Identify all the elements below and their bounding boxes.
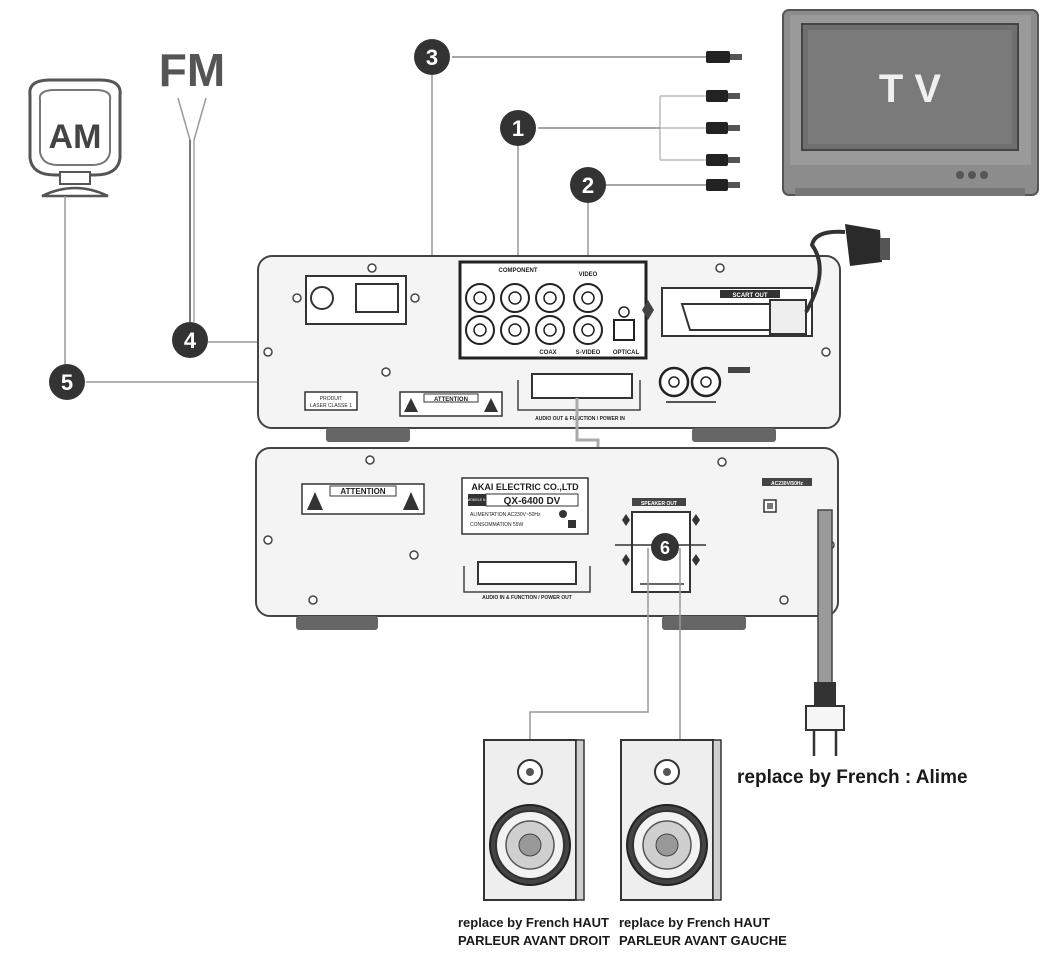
callout-6-number: 6 xyxy=(660,538,670,558)
audio-in-function-port: AUDIO IN & FUNCTION / POWER OUT xyxy=(463,561,591,601)
ac-label: AC230V/50Hz xyxy=(771,481,803,487)
dvd-unit-rear-panel: COMPONENT VIDEO COAX S-VIDEO OPTICAL xyxy=(257,224,890,442)
speaker-left-caption-line2: PARLEUR AVANT GAUCHE xyxy=(619,933,787,948)
audio-in-label: AUDIO IN & FUNCTION / POWER OUT xyxy=(482,595,572,601)
brand-name: AKAI ELECTRIC CO.,LTD xyxy=(471,482,579,492)
laser-label-line1: PRODUIT xyxy=(320,396,343,402)
audio-out-function-port: AUDIO OUT & FUNCTION / POWER IN xyxy=(517,373,641,422)
tv-rca-plugs xyxy=(452,51,742,191)
amp-attention-label: ATTENTION xyxy=(301,483,425,515)
dvd-attention-label: ATTENTION xyxy=(399,391,503,417)
callout-4: 4 xyxy=(172,322,208,358)
callout-3-number: 3 xyxy=(426,45,438,70)
scart-out: SCART OUT xyxy=(661,224,890,337)
callout-1: 1 xyxy=(500,110,536,146)
power-note: replace by French : Alime xyxy=(737,767,968,788)
speaker-right-caption-line2: PARLEUR AVANT DROIT xyxy=(458,933,610,948)
callout-5: 5 xyxy=(49,364,85,400)
callout-2-number: 2 xyxy=(582,173,594,198)
speaker-out-label: SPEAKER OUT xyxy=(641,501,677,507)
power-cord xyxy=(805,509,845,756)
scart-label: SCART OUT xyxy=(733,293,768,299)
dvd-attention-text: ATTENTION xyxy=(434,397,468,403)
callout-2: 2 xyxy=(570,167,606,203)
speaker-left-caption-line1: replace by French HAUT xyxy=(619,915,770,930)
av-jack-block: COMPONENT VIDEO COAX S-VIDEO OPTICAL xyxy=(458,260,654,360)
callout-3: 3 xyxy=(414,39,450,75)
amplifier-rear-panel: ATTENTION AKAI ELECTRIC CO.,LTD MODELE N… xyxy=(255,447,839,630)
laser-label-line2: LASER CLASSE 1 xyxy=(310,403,352,409)
tv-label: T V xyxy=(879,67,942,111)
callout-5-number: 5 xyxy=(61,370,73,395)
power-rating: ALIMENTATION AC230V~50Hz xyxy=(470,512,541,518)
ac-input: AC230V/50Hz xyxy=(762,478,812,513)
rating-plate: AKAI ELECTRIC CO.,LTD MODELE N° QX-6400 … xyxy=(461,477,589,535)
speaker-right-caption-line1: replace by French HAUT xyxy=(458,915,609,930)
jack-label-svideo: S-VIDEO xyxy=(576,350,601,356)
audio-out-label: AUDIO OUT & FUNCTION / POWER IN xyxy=(535,416,625,422)
callout-1-number: 1 xyxy=(512,116,524,141)
fm-antenna: FM xyxy=(159,44,225,322)
fm-label: FM xyxy=(159,44,225,96)
television: T V xyxy=(782,9,1039,196)
model-tag: MODELE N° xyxy=(467,498,487,502)
amp-attention-text: ATTENTION xyxy=(340,487,385,496)
video-label: VIDEO xyxy=(579,272,598,278)
audio-out-jacks xyxy=(658,366,750,403)
speaker-right xyxy=(483,739,585,901)
laser-class-label: PRODUIT LASER CLASSE 1 xyxy=(304,391,358,411)
speaker-wire-right xyxy=(529,548,649,740)
component-label: COMPONENT xyxy=(499,268,538,274)
jack-label-optical: OPTICAL xyxy=(613,350,640,356)
jack-label-coax: COAX xyxy=(539,350,556,356)
antenna-input-block xyxy=(292,275,420,325)
speaker-left xyxy=(620,739,722,901)
am-antenna: AM xyxy=(28,78,122,198)
callout-4-number: 4 xyxy=(184,328,197,353)
am-label: AM xyxy=(49,118,102,156)
consumption: CONSOMMATION 55W xyxy=(470,522,524,528)
callout-6: 6 xyxy=(651,533,679,561)
model-number: QX-6400 DV xyxy=(504,496,561,507)
